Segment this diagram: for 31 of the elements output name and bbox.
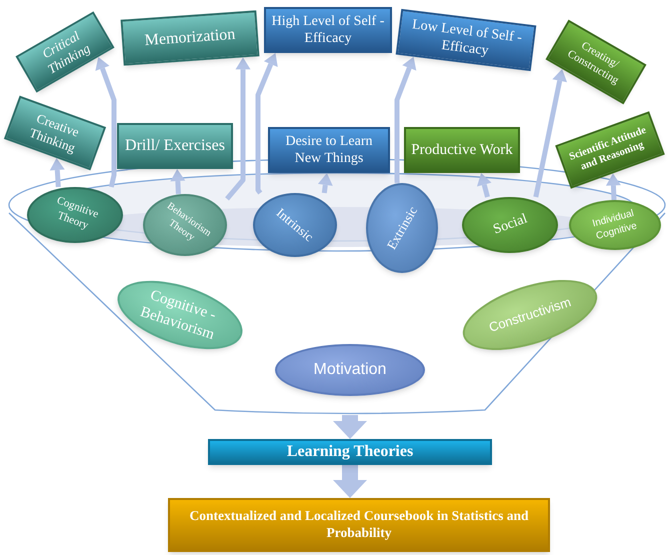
arrow <box>533 69 568 198</box>
box-label: Memorization <box>144 24 236 52</box>
arrow <box>225 57 250 201</box>
arrow <box>50 158 65 188</box>
arrow <box>333 465 367 498</box>
concept-box <box>117 123 233 169</box>
theory-ellipse <box>569 200 661 250</box>
box-label: Drill/ Exercises <box>125 136 225 156</box>
concept-box <box>268 127 390 173</box>
concept-box <box>404 127 520 173</box>
concept-box <box>168 498 550 552</box>
ellipse-label: Social <box>490 210 530 240</box>
arrow <box>170 169 186 194</box>
concept-box <box>264 7 392 53</box>
arrow <box>606 173 621 200</box>
box-label: Low Level of Self - Efficacy <box>410 16 524 61</box>
concept-box <box>120 10 260 66</box>
arrow <box>333 415 367 439</box>
arrow <box>256 53 278 195</box>
arrow <box>318 173 333 194</box>
concept-box <box>208 439 492 465</box>
arrow <box>394 56 416 184</box>
box-label: Productive Work <box>411 140 513 160</box>
arrow <box>476 173 492 198</box>
theory-ellipse <box>27 187 123 243</box>
arrow <box>95 57 116 188</box>
box-label: Desire to Learn New Things <box>284 132 374 168</box>
box-label: Learning Theories <box>286 442 414 462</box>
box-label: Contextualized and Localized Coursebook in Statistics and Probability <box>188 508 530 542</box>
box-label: High Level of Self - Efficacy <box>270 12 386 48</box>
ellipse-label: Motivation <box>314 360 386 380</box>
